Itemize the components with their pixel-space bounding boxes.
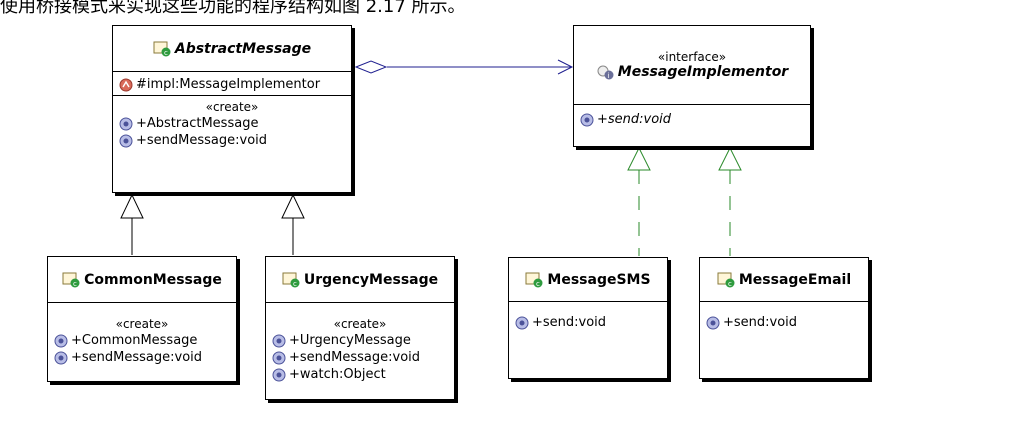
method: +UrgencyMessage	[272, 332, 454, 349]
stereotype: «interface»	[657, 50, 727, 64]
interface-name: MessageImplementor	[617, 64, 789, 80]
methods-section: «create» +CommonMessage +sendMessage:voi…	[48, 302, 236, 366]
public-method-icon	[119, 134, 133, 148]
interface-message-implementor[interactable]: «interface» i MessageImplementor +send:v…	[573, 25, 811, 147]
svg-text:i: i	[607, 72, 609, 80]
field-impl: #impl:MessageImplementor	[119, 76, 351, 93]
class-icon: c	[717, 272, 735, 288]
public-method-icon	[515, 316, 529, 330]
public-method-icon	[272, 334, 286, 348]
svg-text:c: c	[164, 49, 168, 57]
stereotype: «create»	[205, 100, 259, 114]
methods-section: «create» +AbstractMessage +sendMessage:v…	[113, 95, 351, 149]
method: +AbstractMessage	[119, 115, 351, 132]
method: +sendMessage:void	[272, 349, 454, 366]
methods-section: +send:void	[700, 301, 868, 331]
method: +CommonMessage	[54, 332, 236, 349]
interface-icon: i	[596, 64, 614, 80]
protected-field-icon	[119, 78, 133, 92]
realization-arrow-sms	[627, 146, 651, 171]
method: +send:void	[580, 111, 810, 128]
public-method-icon	[119, 117, 133, 131]
class-icon: c	[153, 41, 171, 57]
svg-text:c: c	[536, 280, 540, 288]
public-method-icon	[580, 113, 594, 127]
public-method-icon	[54, 351, 68, 365]
method: +send:void	[706, 314, 868, 331]
generalization-arrow-common	[120, 193, 144, 219]
method: +sendMessage:void	[119, 132, 351, 149]
public-method-icon	[54, 334, 68, 348]
methods-section: «create» +UrgencyMessage +sendMessage:vo…	[266, 302, 454, 383]
aggregation-diamond	[354, 60, 388, 74]
class-message-sms[interactable]: c MessageSMS +send:void	[508, 257, 668, 379]
generalization-arrow-urgency	[281, 193, 305, 219]
method: +watch:Object	[272, 366, 454, 383]
method: +sendMessage:void	[54, 349, 236, 366]
class-name: UrgencyMessage	[303, 271, 439, 288]
svg-text:c: c	[293, 280, 297, 288]
public-method-icon	[272, 368, 286, 382]
class-name: AbstractMessage	[174, 40, 312, 57]
svg-text:c: c	[73, 280, 77, 288]
class-message-email[interactable]: c MessageEmail +send:void	[699, 257, 869, 379]
class-icon: c	[282, 272, 300, 288]
stereotype: «create»	[333, 317, 387, 331]
class-icon: c	[62, 272, 80, 288]
public-method-icon	[272, 351, 286, 365]
method: +send:void	[515, 314, 667, 331]
class-name: CommonMessage	[84, 271, 222, 288]
class-urgency-message[interactable]: c UrgencyMessage «create» +UrgencyMessag…	[265, 256, 455, 400]
association-arrowhead	[557, 59, 574, 75]
methods-section: +send:void	[509, 301, 667, 331]
methods-section: +send:void	[574, 104, 810, 128]
figure-caption: 使用桥接模式来实现这些功能的程序结构如图 2.17 所示。	[0, 0, 466, 17]
fields-section: #impl:MessageImplementor	[113, 71, 351, 95]
realization-arrow-email	[718, 146, 742, 171]
public-method-icon	[706, 316, 720, 330]
stereotype: «create»	[115, 317, 169, 331]
class-abstract-message[interactable]: c AbstractMessage #impl:MessageImplement…	[112, 25, 352, 193]
class-icon: c	[525, 272, 543, 288]
svg-text:c: c	[728, 280, 732, 288]
class-name: MessageSMS	[547, 271, 651, 288]
class-name: MessageEmail	[738, 271, 852, 288]
class-common-message[interactable]: c CommonMessage «create» +CommonMessage …	[47, 256, 237, 382]
